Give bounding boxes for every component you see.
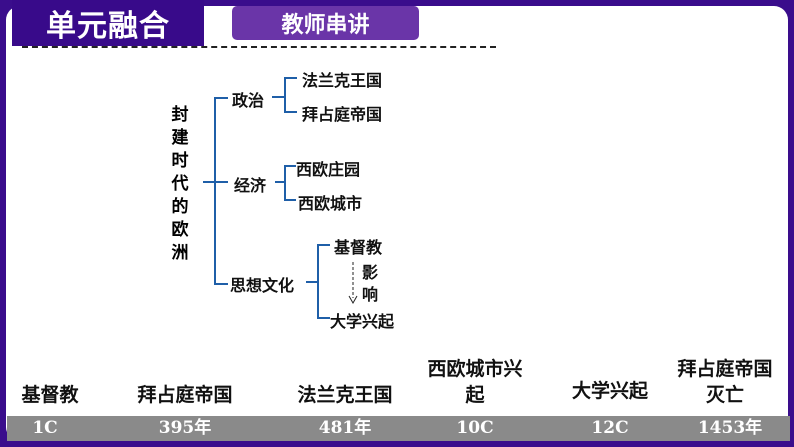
timeline-time: 395年 [158, 418, 212, 438]
timeline-event: 拜占庭帝国灭亡 [677, 358, 773, 406]
timeline-time: 1453年 [697, 418, 763, 438]
leaf: 法兰克王国 [302, 71, 383, 90]
timeline-time: 12C [591, 418, 629, 438]
timeline-time: 10C [456, 418, 494, 438]
economy-bracket [275, 165, 296, 201]
influence-label: 影响 [362, 263, 379, 304]
teacher-review-button[interactable]: 教师串讲 [232, 6, 419, 40]
politics-bracket [272, 77, 297, 113]
divider [22, 46, 496, 48]
timeline-time: 481年 [318, 418, 372, 438]
leaf: 西欧城市 [298, 194, 363, 213]
branch-economy: 经济 [234, 176, 267, 195]
section-title: 单元融合 [12, 0, 204, 46]
timeline-event: 法兰克王国 [297, 384, 393, 406]
timeline-time: 1C [32, 418, 58, 438]
leaf: 大学兴起 [330, 312, 395, 331]
timeline-event: 大学兴起 [571, 380, 648, 402]
timeline-event: 基督教 [21, 384, 79, 406]
root-bracket [203, 97, 228, 285]
slide-body [6, 6, 788, 441]
leaf: 西欧庄园 [296, 160, 361, 179]
timeline-event: 拜占庭帝国 [137, 384, 233, 406]
branch-politics: 政治 [232, 91, 265, 110]
leaf: 拜占庭帝国 [302, 105, 383, 124]
diagram-root: 封建时代的欧洲 [171, 105, 189, 263]
timeline-bar [7, 416, 790, 441]
leaf: 基督教 [334, 238, 383, 257]
timeline-event: 西欧城市兴起 [427, 358, 523, 406]
arrow-down-icon [348, 295, 358, 305]
branch-culture: 思想文化 [230, 276, 295, 295]
culture-bracket [306, 244, 330, 319]
